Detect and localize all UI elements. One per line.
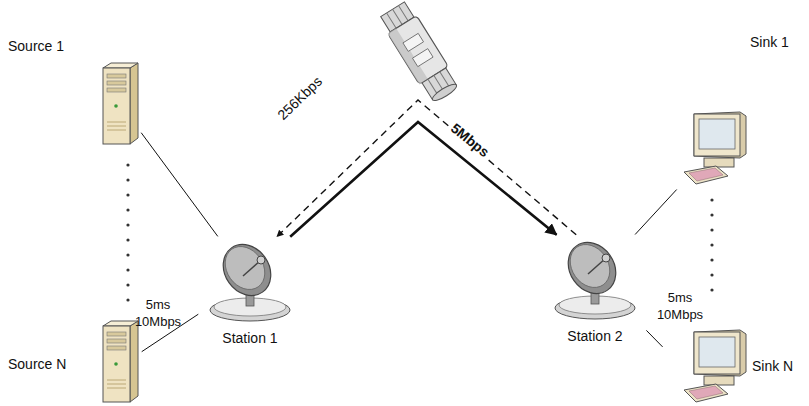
node-label: Station 2 — [567, 328, 622, 344]
uplink-arrow — [277, 100, 576, 237]
device-icon — [550, 236, 640, 322]
device-icon — [682, 328, 748, 404]
node-label: Sink 1 — [750, 34, 789, 50]
node-label: Station 1 — [222, 330, 277, 346]
node-label: Source N — [8, 356, 66, 372]
station-node: Station 2 — [545, 236, 645, 346]
station-node: Source 1 — [6, 34, 140, 148]
link-line — [635, 190, 677, 235]
satellite-icon — [378, 0, 461, 105]
bandwidth-label: 5Mbps — [446, 119, 494, 162]
link-line — [141, 133, 218, 237]
link-spec: 10Mbps — [657, 307, 703, 322]
downlink-arrow — [290, 122, 556, 237]
bandwidth-label: 256Kbps — [273, 72, 327, 125]
link-spec: 10Mbps — [135, 314, 181, 329]
device-icon — [682, 110, 748, 186]
node-label: Sink N — [752, 358, 793, 374]
device-icon — [100, 320, 140, 404]
device-icon — [205, 238, 295, 324]
device-icon — [100, 62, 140, 146]
link-spec: 5ms — [146, 297, 171, 312]
station-node: Station 1 — [200, 238, 300, 348]
node-label: Source 1 — [8, 38, 64, 54]
link-line — [646, 330, 662, 347]
station-node: Sink N — [664, 330, 804, 402]
station-node: Sink 1 — [664, 28, 804, 188]
link-spec: 5ms — [668, 290, 693, 305]
station-node: Source N — [6, 326, 140, 402]
